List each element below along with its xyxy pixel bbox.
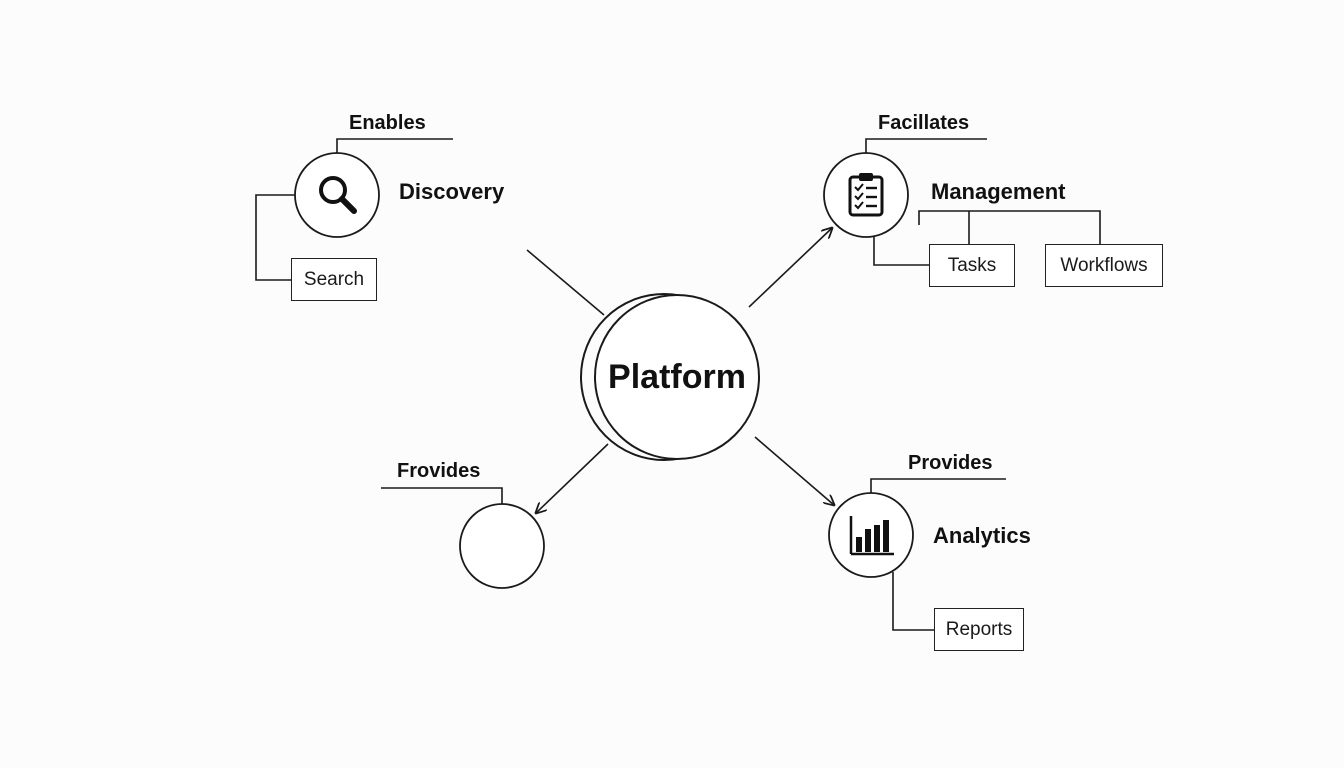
management-tasks-link xyxy=(873,237,930,266)
connector-analytics xyxy=(754,436,834,505)
facillates-label: Facillates xyxy=(878,112,970,134)
provides-leader xyxy=(870,478,1006,493)
magnifier-icon xyxy=(319,176,357,214)
provides-label: Provides xyxy=(908,452,993,474)
enables-leader xyxy=(336,138,453,153)
management-label: Management xyxy=(931,179,1066,204)
enables-label: Enables xyxy=(349,112,426,134)
platform-inner-ring xyxy=(594,294,760,460)
empty-node xyxy=(459,503,545,589)
clipboard-checklist-icon xyxy=(848,173,884,217)
facillates-leader xyxy=(865,138,987,153)
analytics-label: Analytics xyxy=(933,523,1031,548)
workflows-box: Workflows xyxy=(1045,244,1163,287)
discovery-search-link xyxy=(255,194,295,281)
connector-discovery xyxy=(526,249,605,316)
connector-empty-node xyxy=(536,443,609,513)
discovery-label: Discovery xyxy=(399,179,505,204)
reports-box: Reports xyxy=(934,608,1024,651)
frovides-leader xyxy=(381,487,503,504)
analytics-reports-link xyxy=(892,572,935,631)
frovides-label: Frovides xyxy=(397,460,481,482)
management-bracket xyxy=(918,210,1101,245)
connector-management xyxy=(748,228,832,308)
bar-chart-icon xyxy=(849,516,894,556)
tasks-box: Tasks xyxy=(929,244,1015,287)
platform-label: Platform xyxy=(608,358,746,396)
search-box: Search xyxy=(291,258,377,301)
